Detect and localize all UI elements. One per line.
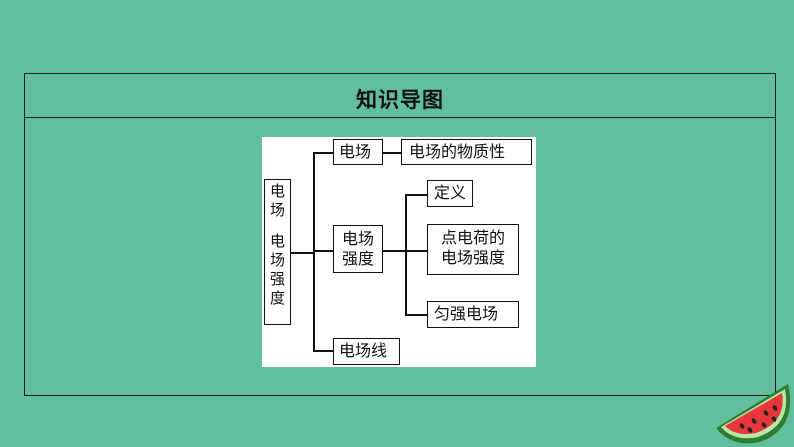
connector-to-field-lines (313, 350, 333, 352)
knowledge-map-frame: 知识导图 (24, 73, 776, 396)
node-field-lines: 电场线 (333, 338, 400, 365)
node-definition: 定义 (427, 180, 473, 207)
connector-to-strength (313, 250, 333, 252)
connector-field-material (383, 152, 401, 154)
node-field: 电场 (333, 139, 383, 165)
root-node: 电场 电场 强度 (264, 179, 291, 325)
node-strength: 电场 强度 (333, 225, 383, 273)
node-material: 电场的物质性 (401, 139, 532, 165)
concept-map-panel: 电场 电场 强度 电场 电场的物质性 电场 强度 定义 点电荷的 电场强度 匀强… (262, 137, 536, 367)
connector-root (291, 252, 313, 254)
connector-to-point-charge (405, 250, 427, 252)
connector-to-field (313, 152, 333, 154)
title-divider (25, 117, 775, 118)
section-title: 知识导图 (356, 88, 444, 112)
root-node-line1: 电场 (269, 182, 285, 219)
watermelon-slice-icon (716, 384, 791, 444)
node-point-charge: 点电荷的 电场强度 (427, 224, 519, 275)
root-node-line2: 电场 (269, 232, 285, 269)
root-node-line3: 强度 (269, 270, 285, 307)
connector-to-uniform (405, 314, 427, 316)
connector-branch-trunk (405, 194, 407, 314)
node-uniform: 匀强电场 (427, 301, 519, 328)
connector-to-definition (405, 194, 427, 196)
connector-strength-branch (383, 250, 405, 252)
